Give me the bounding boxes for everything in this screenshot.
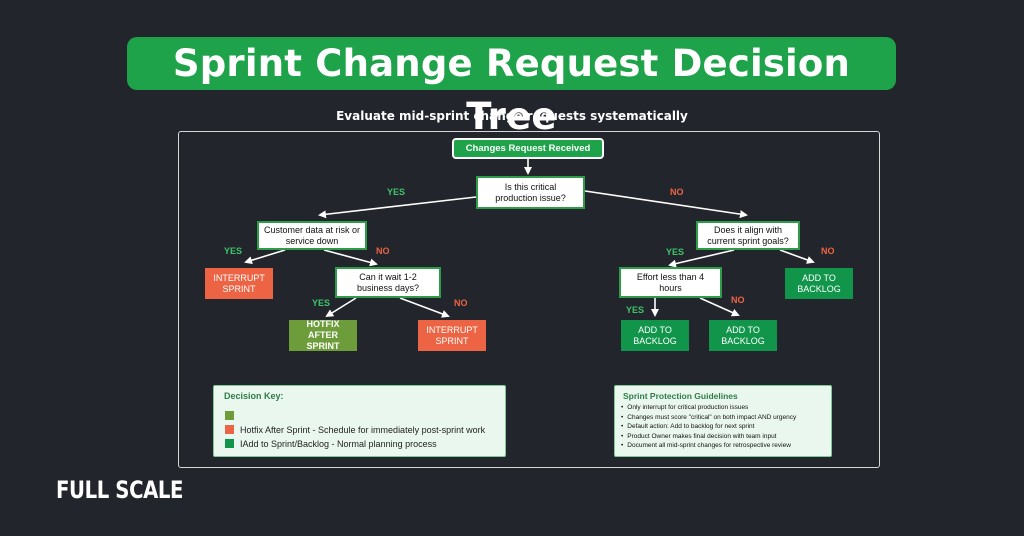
decision-key-title: Decision Key:	[224, 391, 284, 401]
label-wait-no: NO	[454, 298, 468, 308]
label-critical-no: NO	[670, 187, 684, 197]
swatch-interrupt	[225, 425, 234, 434]
label-effort-yes: YES	[626, 305, 645, 315]
guidelines-box: Sprint Protection Guidelines Only interr…	[614, 385, 832, 457]
arrow-critical-no	[584, 190, 748, 219]
arrow-effort-no	[699, 297, 740, 317]
label-wait-yes: YES	[312, 298, 331, 308]
guidelines-list: Only interrupt for critical production i…	[621, 403, 796, 451]
label-effort-no: NO	[731, 295, 745, 305]
guideline-item: Changes must score "critical" on both im…	[621, 413, 796, 423]
guideline-item: Document all mid-sprint changes for retr…	[621, 441, 796, 451]
decision-key-label: IAdd to Sprint/Backlog - Normal planning…	[240, 438, 437, 449]
guidelines-title: Sprint Protection Guidelines	[623, 391, 738, 401]
decision-key-label: Hotfix After Sprint - Schedule for immed…	[240, 424, 486, 435]
guideline-item: Product Owner makes final decision with …	[621, 432, 796, 442]
decision-key-item: Hotfix After Sprint - Schedule for immed…	[225, 424, 485, 435]
node-backlog-1: ADD TO BACKLOG	[785, 268, 853, 299]
node-customer-question: Customer data at risk or service down	[257, 221, 367, 250]
arrow-wait-no	[399, 297, 450, 318]
node-backlog-3: ADD TO BACKLOG	[709, 320, 777, 351]
node-interrupt-sprint-2: INTERRUPT SPRINT	[418, 320, 486, 351]
brand-logo: FULL SCALE	[56, 476, 184, 504]
page-subtitle: Evaluate mid-sprint change requests syst…	[336, 109, 688, 123]
arrow-align-no	[779, 249, 815, 264]
label-align-yes: YES	[666, 247, 685, 257]
arrow-align-yes	[668, 249, 735, 268]
arrow-customer-yes	[244, 249, 286, 265]
node-wait-question: Can it wait 1-2 business days?	[335, 267, 441, 298]
arrow-wait-yes	[325, 297, 357, 318]
decision-key-box: Decision Key: Hotfix After Sprint - Sche…	[213, 385, 506, 457]
node-align-question: Does it align with current sprint goals?	[696, 221, 800, 250]
label-customer-no: NO	[376, 246, 390, 256]
guideline-item: Default action: Add to backlog for next …	[621, 422, 796, 432]
node-backlog-2: ADD TO BACKLOG	[621, 320, 689, 351]
page-title: Sprint Change Request Decision Tree	[127, 37, 896, 138]
label-customer-yes: YES	[224, 246, 243, 256]
node-effort-question: Effort less than 4 hours	[619, 267, 722, 298]
label-critical-yes: YES	[387, 187, 406, 197]
decision-key-item	[225, 410, 240, 421]
guideline-item: Only interrupt for critical production i…	[621, 403, 796, 413]
node-hotfix-after-sprint: HOTFIX AFTER SPRINT	[289, 319, 357, 351]
diagram-panel	[178, 131, 880, 468]
arrow-critical-yes	[318, 196, 477, 219]
node-start: Changes Request Received	[452, 138, 604, 159]
swatch-backlog	[225, 439, 234, 448]
node-interrupt-sprint-1: INTERRUPT SPRINT	[205, 268, 273, 299]
decision-key-item: IAdd to Sprint/Backlog - Normal planning…	[225, 438, 437, 449]
node-critical-question: Is this critical production issue?	[476, 176, 585, 209]
arrow-customer-no	[323, 249, 378, 267]
label-align-no: NO	[821, 246, 835, 256]
swatch-hotfix	[225, 411, 234, 420]
